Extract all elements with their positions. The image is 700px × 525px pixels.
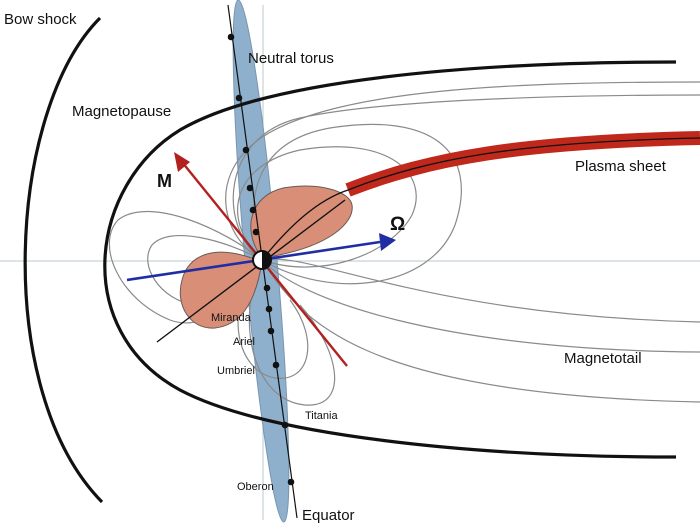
magnetopause-label: Magnetopause — [72, 103, 171, 120]
magnetotail-label: Magnetotail — [564, 350, 642, 367]
equator-label: Equator — [302, 507, 355, 524]
torus-dots — [227, 4, 298, 519]
moon-label-titania: Titania — [305, 410, 338, 422]
dipole-equator-line — [156, 199, 346, 343]
plasma-sheet-centerline — [261, 137, 700, 261]
bow-shock-label: Bow shock — [4, 11, 77, 28]
field-lines — [108, 81, 700, 406]
neutral-torus-label: Neutral torus — [248, 50, 334, 67]
magnetic-axis-label: M — [157, 171, 172, 191]
planet-uranus — [252, 250, 272, 270]
moon-label-ariel: Ariel — [233, 336, 255, 348]
plasma-sheet-label: Plasma sheet — [575, 158, 667, 175]
moon-label-oberon: Oberon — [237, 481, 274, 493]
moon-label-umbriel: Umbriel — [217, 365, 255, 377]
moon-label-miranda: Miranda — [211, 312, 252, 324]
rotation-axis-label: Ω — [390, 214, 405, 235]
bow-shock-curve — [23, 16, 104, 504]
magnetopause-curve — [103, 60, 677, 459]
